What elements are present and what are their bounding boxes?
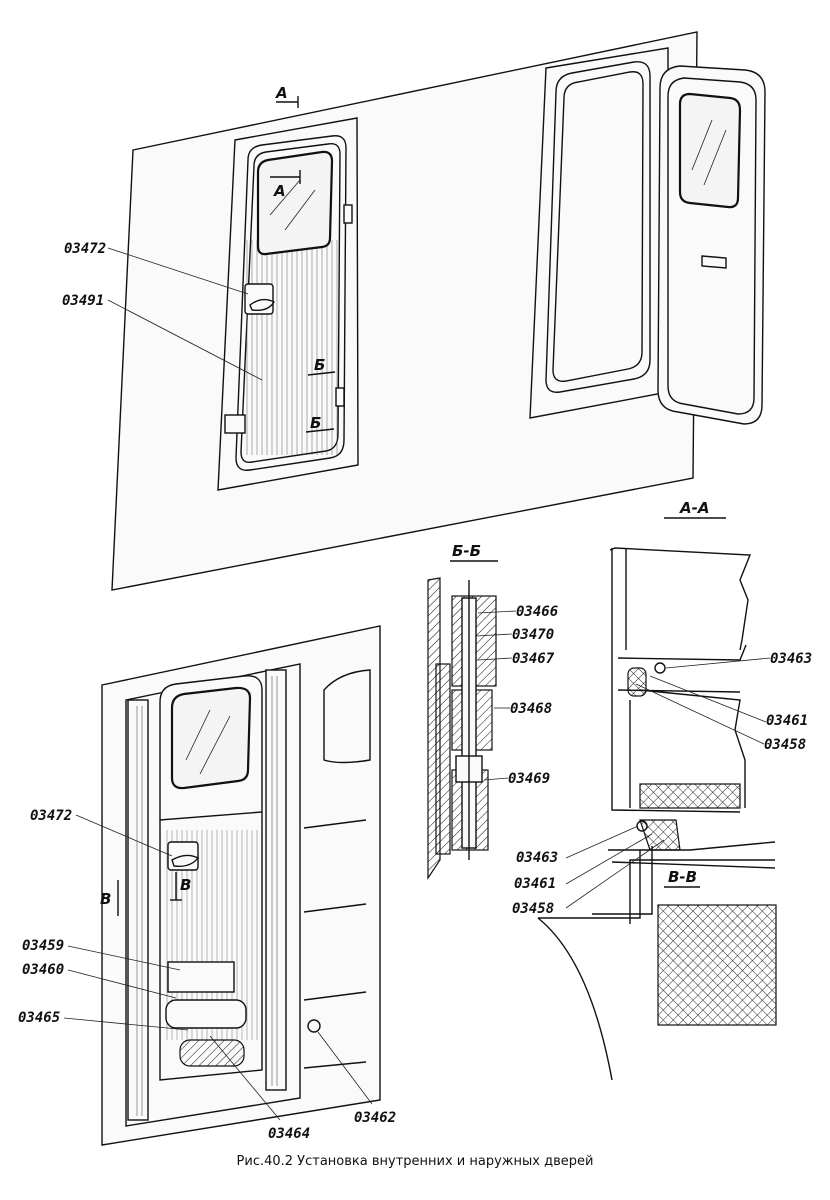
section-title-v-v: В-В (668, 868, 697, 886)
section-b-b: Б-Б (427, 542, 498, 880)
section-title-b-b: Б-Б (452, 542, 481, 560)
section-v-v: В-В (537, 819, 777, 1081)
callout-03491: 03491 (62, 293, 104, 309)
section-mark-b-lower: Б (310, 414, 321, 432)
callouts-v-v: 03463 03461 03458 (512, 825, 665, 917)
callout-03465: 03465 (18, 1010, 60, 1026)
section-mark-v-door: В (180, 876, 191, 894)
figure-caption: Рис.40.2 Установка внутренних и наружных… (236, 1154, 594, 1169)
callout-03461-v: 03461 (514, 876, 556, 892)
callout-03469: 03469 (508, 771, 550, 787)
callouts-b-b: 03466 03470 03467 03468 03469 (475, 604, 558, 787)
section-mark-a-top: А (275, 84, 288, 102)
section-a-a: А-А (609, 499, 752, 813)
callout-03463-a: 03463 (770, 651, 812, 667)
callout-03459: 03459 (22, 938, 64, 954)
callout-03463-v: 03463 (516, 850, 558, 866)
section-title-a-a: А-А (679, 499, 709, 517)
callout-03466: 03466 (516, 604, 558, 620)
callout-03467: 03467 (512, 651, 555, 667)
callout-03462: 03462 (354, 1110, 396, 1126)
callout-03470: 03470 (512, 627, 554, 643)
callout-03472-bottom: 03472 (30, 808, 72, 824)
section-mark-b-upper: Б (314, 356, 325, 374)
top-wall-view: А А Б Б (111, 31, 766, 591)
callout-03464: 03464 (268, 1126, 310, 1142)
callout-03458-a: 03458 (764, 737, 806, 753)
callout-03460: 03460 (22, 962, 64, 978)
callout-03468: 03468 (510, 701, 552, 717)
callouts-a-a: 03463 03461 03458 (635, 651, 812, 753)
callouts-top: 03472 03491 (62, 241, 263, 381)
callout-03458-v: 03458 (512, 901, 554, 917)
section-mark-v-left: В (100, 890, 111, 908)
bottom-exterior-view: В В (100, 625, 381, 1146)
callout-03461-a: 03461 (766, 713, 808, 729)
callout-03472-top: 03472 (64, 241, 106, 257)
section-mark-a-door: А (273, 182, 286, 200)
callouts-bottom: 03472 03459 03460 03465 03464 03462 (18, 808, 396, 1142)
